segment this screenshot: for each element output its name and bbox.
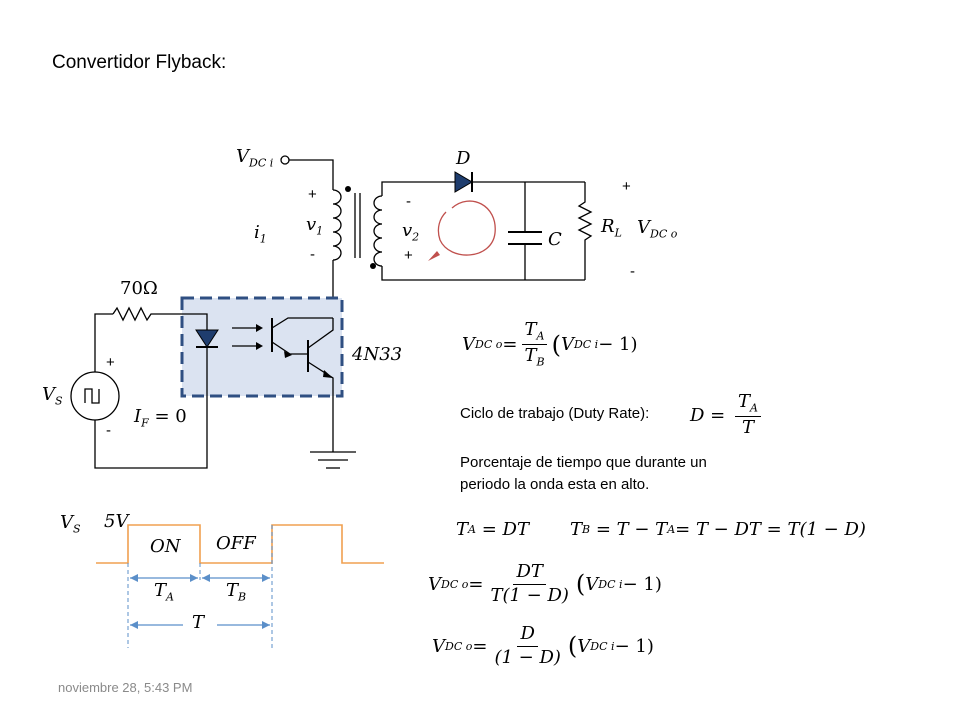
label-diode: D bbox=[456, 148, 471, 169]
led-symbol bbox=[195, 329, 219, 348]
label-v1: v1 bbox=[306, 214, 324, 238]
vs-plus-sign: + bbox=[106, 354, 115, 371]
waveform-tb-label: TB bbox=[226, 580, 247, 604]
secondary-winding bbox=[373, 195, 383, 267]
primary-dot bbox=[345, 186, 351, 192]
vdco-minus-sign: - bbox=[630, 263, 635, 280]
v2-minus-sign: - bbox=[406, 193, 411, 210]
duty-description-line1: Porcentaje de tiempo que durante un bbox=[460, 454, 707, 471]
vdci-terminal bbox=[280, 155, 290, 165]
label-v2: v2 bbox=[402, 220, 420, 244]
waveform-off-label: OFF bbox=[216, 533, 256, 554]
waveform-ta-label: TA bbox=[154, 580, 174, 604]
label-capacitor: C bbox=[548, 229, 562, 250]
current-loop-arrow bbox=[437, 200, 496, 256]
secondary-dot bbox=[370, 263, 376, 269]
vs-pulse-waveform bbox=[96, 524, 384, 564]
v1-plus-sign: + bbox=[308, 186, 317, 203]
load-resistor bbox=[577, 182, 593, 280]
waveform-period-label: T bbox=[192, 612, 205, 633]
vs-source-circle bbox=[70, 371, 120, 421]
slide-title: Convertidor Flyback: bbox=[52, 52, 227, 73]
label-load-resistor: RL bbox=[601, 216, 622, 240]
waveform-amplitude-label: 5V bbox=[104, 511, 129, 532]
vdco-plus-sign: + bbox=[622, 178, 631, 195]
waveform-vs-label: VS bbox=[60, 512, 81, 536]
vs-minus-sign: - bbox=[106, 422, 111, 439]
loop-arrowhead bbox=[428, 251, 440, 261]
diode-symbol bbox=[454, 171, 473, 193]
label-resistor-70ohm: 70Ω bbox=[120, 278, 158, 299]
label-if: IF = 0 bbox=[134, 406, 187, 430]
label-vs-source: VS bbox=[42, 384, 63, 408]
label-optocoupler-4n33: 4N33 bbox=[352, 344, 403, 365]
waveform-on-label: ON bbox=[150, 536, 181, 557]
label-i1: i1 bbox=[254, 222, 267, 246]
wire-secondary-bottom bbox=[381, 266, 585, 281]
slide-footer-date: noviembre 28, 5:43 PM bbox=[58, 680, 193, 695]
primary-winding bbox=[332, 189, 342, 261]
wire-input-top bbox=[94, 313, 113, 372]
square-pulse-glyph bbox=[84, 388, 100, 404]
light-arrows bbox=[232, 327, 256, 347]
label-vdco: VDC o bbox=[637, 217, 678, 241]
duty-description-line2: periodo la onda esta en alto. bbox=[460, 476, 650, 493]
v2-plus-sign: + bbox=[404, 247, 413, 264]
wire-secondary-top bbox=[381, 181, 455, 196]
v1-minus-sign: - bbox=[310, 246, 315, 263]
wire-vdci bbox=[289, 159, 334, 190]
resistor-70ohm bbox=[112, 306, 208, 330]
duty-rate-label: Ciclo de trabajo (Duty Rate): bbox=[460, 405, 650, 422]
wire-led-down bbox=[94, 348, 208, 469]
duty-description: Porcentaje de tiempo que durante un peri… bbox=[460, 452, 707, 496]
label-vdci: VDC i bbox=[236, 146, 274, 170]
